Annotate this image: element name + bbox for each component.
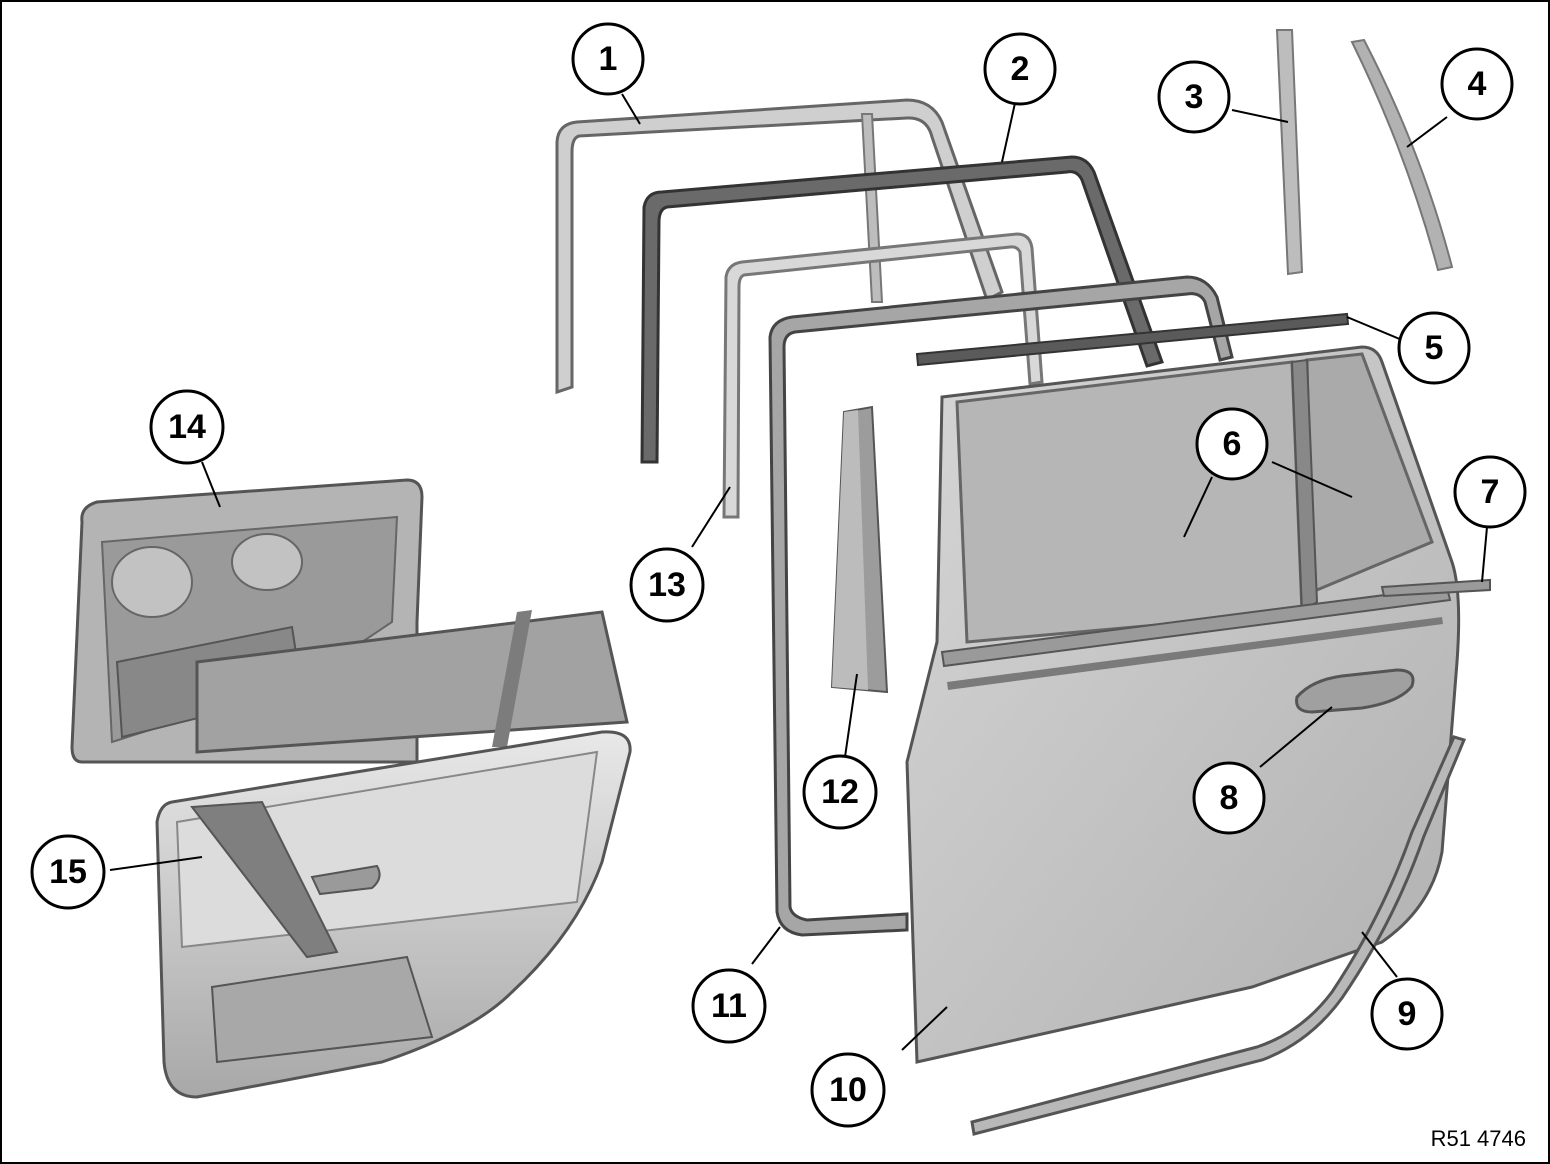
callout-label: 12 xyxy=(821,773,859,811)
part-12-pillar-trim xyxy=(830,405,889,694)
part-11-door-seal xyxy=(768,275,1234,937)
leader-3 xyxy=(1231,109,1289,123)
callout-label: 4 xyxy=(1468,65,1487,103)
callout-8: 8 xyxy=(1192,761,1266,835)
leader-2 xyxy=(1001,93,1018,163)
callout-14: 14 xyxy=(149,389,225,465)
callout-label: 7 xyxy=(1481,473,1500,511)
callout-label: 10 xyxy=(829,1071,867,1109)
callout-6: 6 xyxy=(1195,407,1269,481)
callout-label: 2 xyxy=(1011,50,1030,88)
part-10-door-shell xyxy=(905,345,1461,1064)
callout-1: 1 xyxy=(571,22,645,96)
part-2-window-frame-seal xyxy=(640,155,1164,464)
reference-code: R51 4746 xyxy=(1430,1126,1526,1151)
callout-15: 15 xyxy=(30,834,106,910)
leader-15 xyxy=(109,856,203,871)
part-15-door-trim-panel xyxy=(155,610,632,1099)
callout-5: 5 xyxy=(1397,311,1471,385)
callout-13: 13 xyxy=(629,547,705,623)
part-13-inner-channel xyxy=(722,232,1044,519)
leader-6b xyxy=(1271,461,1353,498)
callout-label: 6 xyxy=(1223,425,1242,463)
part-5-window-shaft-seal xyxy=(915,312,1350,367)
callout-label: 15 xyxy=(49,853,87,891)
callout-7: 7 xyxy=(1453,455,1527,529)
callout-11: 11 xyxy=(691,968,767,1044)
leader-1 xyxy=(621,93,641,125)
callout-label: 8 xyxy=(1220,779,1239,817)
part-3-strip xyxy=(1275,29,1304,276)
leader-9 xyxy=(1361,931,1398,978)
callout-label: 9 xyxy=(1398,995,1417,1033)
leader-12 xyxy=(844,673,858,758)
callout-2: 2 xyxy=(983,32,1057,106)
leader-13 xyxy=(691,486,731,548)
callout-label: 5 xyxy=(1425,329,1444,367)
callout-label: 3 xyxy=(1185,78,1204,116)
leader-11 xyxy=(751,926,781,965)
part-8-door-handle xyxy=(1295,668,1415,714)
part-7-weatherstrip xyxy=(1380,578,1491,598)
leader-lines xyxy=(109,93,1488,1051)
callout-10: 10 xyxy=(810,1052,886,1128)
leader-5 xyxy=(1346,316,1403,341)
callout-label: 1 xyxy=(599,40,618,78)
callout-label: 11 xyxy=(711,987,747,1025)
leader-4 xyxy=(1406,116,1448,148)
callout-4: 4 xyxy=(1440,47,1514,121)
callout-3: 3 xyxy=(1157,60,1231,134)
part-9-side-strip xyxy=(970,735,1467,1136)
callout-12: 12 xyxy=(802,754,878,830)
part-4-strip xyxy=(1350,38,1454,272)
leader-6a xyxy=(1183,476,1213,538)
leader-10 xyxy=(901,1006,948,1051)
callout-label: 13 xyxy=(648,566,686,604)
leader-7 xyxy=(1481,526,1488,583)
leader-8 xyxy=(1259,706,1333,768)
callout-label: 14 xyxy=(168,408,206,446)
leader-14 xyxy=(201,461,221,508)
callout-9: 9 xyxy=(1370,977,1444,1051)
